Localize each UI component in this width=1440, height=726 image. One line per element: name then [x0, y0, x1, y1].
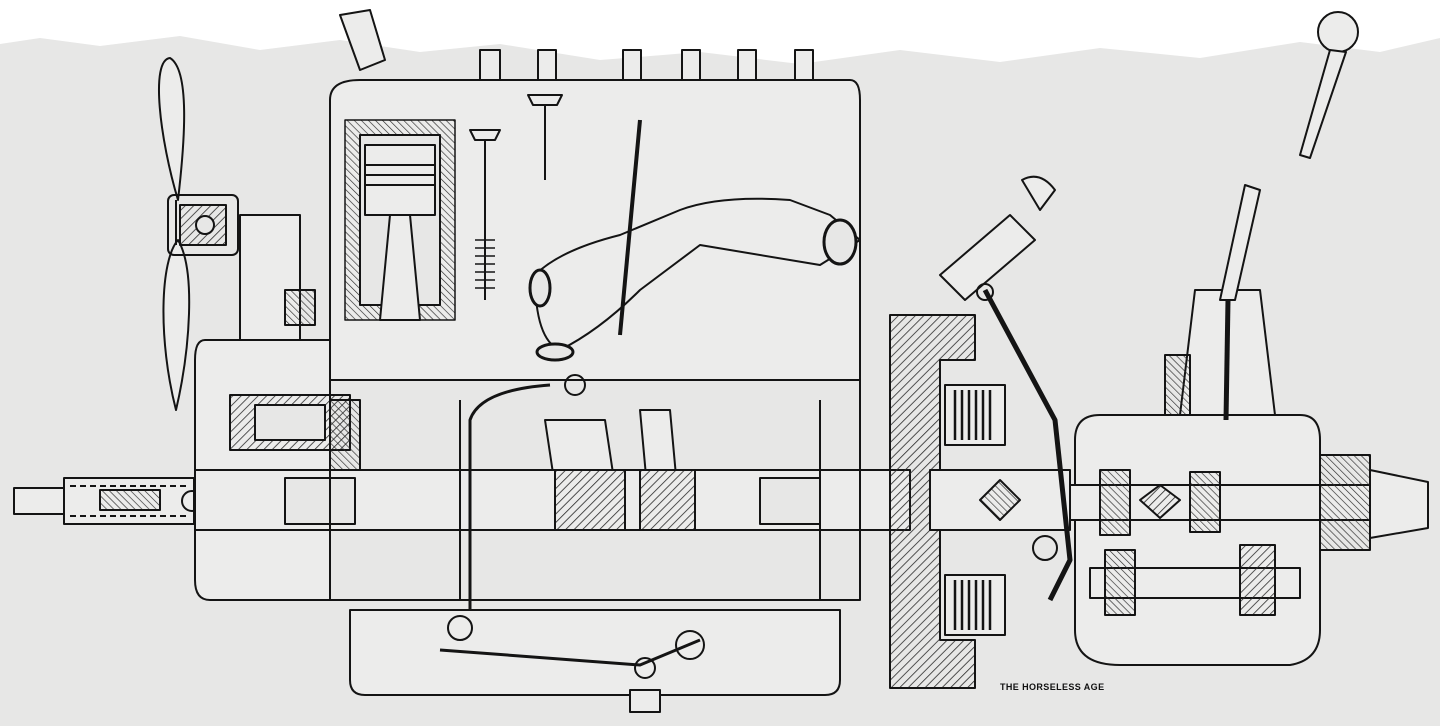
universal-joint	[1319, 454, 1371, 551]
gear-shift-lever	[1219, 184, 1261, 421]
countershaft	[1089, 544, 1301, 616]
clutch-pedal	[939, 175, 1073, 602]
caption-credit: THE HORSELESS AGE	[1000, 682, 1105, 692]
starting-crank	[13, 477, 203, 525]
exhaust-pipe	[339, 9, 642, 336]
intake-manifold	[528, 197, 861, 362]
oil-pipe	[468, 374, 586, 640]
piston	[364, 144, 436, 216]
fan	[157, 57, 191, 411]
fan-pulley	[167, 194, 239, 256]
shift-lever-knob	[1299, 11, 1359, 159]
crankcase	[329, 379, 861, 601]
cylinder-block	[329, 79, 861, 381]
oil-pan	[349, 609, 841, 696]
propeller-shaft-housing	[1369, 469, 1429, 539]
valve-spring	[475, 239, 495, 289]
crankshaft	[194, 469, 911, 531]
spark-plug	[479, 49, 814, 81]
carburetor-linkage	[439, 615, 705, 713]
multiple-disc-clutch	[929, 384, 1071, 636]
